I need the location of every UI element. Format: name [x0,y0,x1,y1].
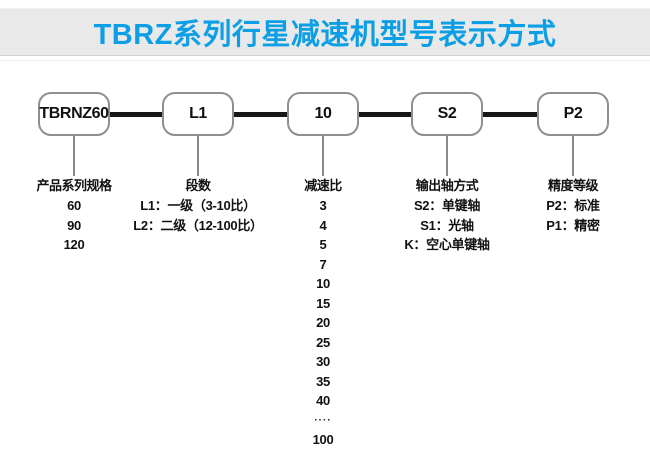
list-item: ···· [314,414,332,426]
column-output-shaft: S2 输出轴方式 S2：单键轴 S1：光轴 K：空心单键轴 [382,92,512,255]
list-item: 20 [316,315,330,330]
list-item: 4 [319,217,327,233]
column-label-stages: 段数 [185,178,211,193]
drop-line [572,136,574,176]
option-list-output-shaft: S2：单键轴 S1：光轴 K：空心单键轴 [382,196,512,255]
list-item: 100 [312,432,334,447]
list-item: P2：标准 [546,198,600,213]
list-item: P1：精密 [546,217,600,233]
code-box-ratio: 10 [287,92,359,136]
option-list-stages: L1：一级（3-10比） L2：二级（12-100比） [133,196,263,235]
list-item: S1：光轴 [420,217,474,233]
connector-bar [110,112,163,117]
code-box-precision: P2 [537,92,609,136]
list-item: 60 [67,198,81,213]
column-label-ratio: 减速比 [304,178,342,193]
drop-line [322,136,324,176]
list-item: 5 [319,237,327,252]
column-label-precision: 精度等级 [547,178,599,193]
connector-bar [483,112,538,117]
list-item: K：空心单键轴 [404,237,490,252]
drop-line [446,136,448,176]
list-item: 35 [316,373,330,389]
list-item: L2：二级（12-100比） [133,217,263,233]
option-list-series: 60 90 120 [9,196,139,255]
option-list-precision: P2：标准 P1：精密 [508,196,638,235]
list-item: 90 [67,217,81,233]
column-label-series: 产品系列规格 [36,178,112,193]
connector-bar [359,112,412,117]
column-series: TBRNZ60 产品系列规格 60 90 120 [9,92,139,255]
list-item: L1：一级（3-10比） [140,198,256,213]
page-title: TBRZ系列行星减速机型号表示方式 [93,19,557,51]
list-item: 10 [316,276,330,291]
option-list-ratio: 3 4 5 7 10 15 20 25 30 35 40 ···· 100 [258,196,388,450]
code-box-stages: L1 [162,92,234,136]
drop-line [197,136,199,176]
list-item: S2：单键轴 [413,198,481,213]
column-label-output-shaft: 输出轴方式 [415,178,479,193]
column-ratio: 10 减速比 3 4 5 7 10 15 20 25 30 35 40 ···· 100 [258,92,388,450]
list-item: 120 [63,237,85,252]
list-item: 25 [316,334,330,350]
list-item: 7 [319,256,327,272]
list-item: 15 [316,295,330,311]
column-precision: P2 精度等级 P2：标准 P1：精密 [508,92,638,235]
list-item: 40 [316,393,330,408]
column-stages: L1 段数 L1：一级（3-10比） L2：二级（12-100比） [133,92,263,235]
code-box-output-shaft: S2 [411,92,483,136]
list-item: 3 [319,198,327,213]
header-band: TBRZ系列行星减速机型号表示方式 [0,8,650,56]
header-underline [0,60,650,61]
connector-bar [234,112,288,117]
drop-line [73,136,75,176]
list-item: 30 [316,354,330,369]
code-box-series: TBRNZ60 [38,92,110,136]
